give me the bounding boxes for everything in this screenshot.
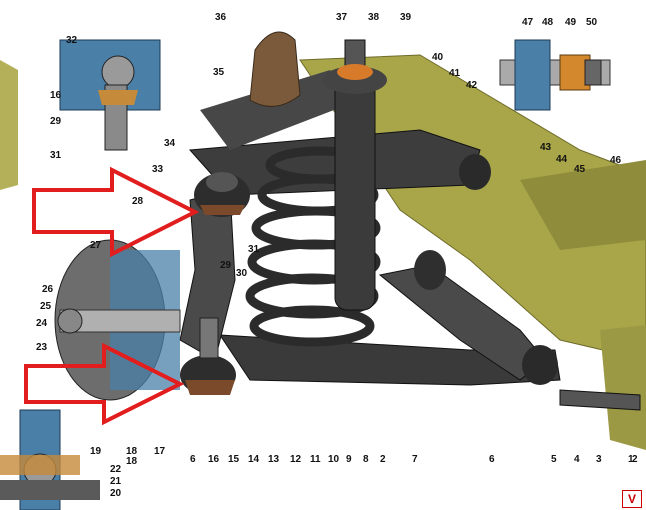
callout-26: 26 xyxy=(42,284,54,295)
callout-29-alt: 29 xyxy=(220,260,232,271)
callout-16: 16 xyxy=(208,454,220,465)
callout-28: 28 xyxy=(132,196,144,207)
bump-stop xyxy=(249,31,301,107)
corner-logo: V xyxy=(622,490,642,508)
callout-34: 34 xyxy=(164,138,176,149)
callout-31-alt: 31 xyxy=(248,244,260,255)
callout-5: 5 xyxy=(551,454,557,465)
callout-16-alt: 16 xyxy=(50,90,62,101)
callout-15: 15 xyxy=(228,454,240,465)
callout-42: 42 xyxy=(466,80,478,91)
callout-20: 20 xyxy=(110,488,122,499)
callout-6-alt: 6 xyxy=(190,454,196,465)
callout-21: 21 xyxy=(110,476,122,487)
red-arrow-upper xyxy=(32,166,200,258)
callout-23: 23 xyxy=(36,342,48,353)
callout-31: 31 xyxy=(50,150,62,161)
callout-38: 38 xyxy=(368,12,380,23)
callout-29: 29 xyxy=(50,116,62,127)
callout-19: 19 xyxy=(90,446,102,457)
callout-48: 48 xyxy=(542,17,554,28)
callout-14: 14 xyxy=(248,454,260,465)
callout-39: 39 xyxy=(400,12,412,23)
steering-knuckle xyxy=(54,189,236,401)
callout-18: 18 xyxy=(126,446,138,457)
callout-46: 46 xyxy=(610,155,622,166)
callout-47: 47 xyxy=(522,17,534,28)
callout-4: 4 xyxy=(574,454,580,465)
callout-37: 37 xyxy=(336,12,348,23)
callout-12: 12 xyxy=(290,454,302,465)
car-body-panels xyxy=(0,54,646,450)
callout-33: 33 xyxy=(152,164,164,175)
callout-2-alt: 2 xyxy=(632,454,638,465)
callout-9: 9 xyxy=(346,454,352,465)
callout-35: 35 xyxy=(213,67,225,78)
callout-2: 2 xyxy=(380,454,386,465)
inset-upper-joint xyxy=(59,39,161,151)
callout-11: 11 xyxy=(310,454,321,465)
lower-ball-joint xyxy=(180,317,236,395)
callout-40: 40 xyxy=(432,52,444,63)
callout-22: 22 xyxy=(110,464,122,475)
callout-6: 6 xyxy=(489,454,495,465)
callout-13: 13 xyxy=(268,454,280,465)
callout-45: 45 xyxy=(574,164,586,175)
inset-bushing xyxy=(499,39,611,111)
callout-32: 32 xyxy=(66,35,78,46)
upper-ball-joint xyxy=(194,172,250,217)
callout-3: 3 xyxy=(596,454,602,465)
callout-41: 41 xyxy=(449,68,461,79)
callout-30: 30 xyxy=(236,268,248,279)
callout-17: 17 xyxy=(154,446,166,457)
callout-24: 24 xyxy=(36,318,48,329)
callout-8: 8 xyxy=(363,454,369,465)
callout-27: 27 xyxy=(90,240,102,251)
inset-lower-joint xyxy=(0,409,100,510)
callout-43: 43 xyxy=(540,142,552,153)
callout-18-alt: 18 xyxy=(126,456,138,467)
callout-44: 44 xyxy=(556,154,568,165)
callout-25: 25 xyxy=(40,301,52,312)
callout-36: 36 xyxy=(215,12,227,23)
shock-absorber xyxy=(323,39,387,311)
lower-control-arm xyxy=(219,250,641,411)
callout-49: 49 xyxy=(565,17,577,28)
callout-1: 1 xyxy=(628,454,634,465)
callout-10: 10 xyxy=(328,454,340,465)
callout-50: 50 xyxy=(586,17,598,28)
red-arrow-lower xyxy=(24,342,185,426)
callout-7: 7 xyxy=(412,454,418,465)
